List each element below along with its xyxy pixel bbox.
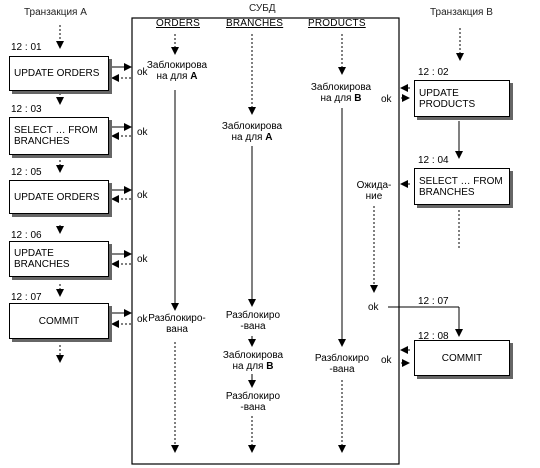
a-ok-2: ok — [137, 127, 148, 138]
branches-locked-a-line1: Заблокирова — [221, 121, 283, 132]
waiting-label: Ожида- ние — [349, 180, 399, 202]
products-unlocked: Разблокиро -вана — [309, 353, 375, 375]
products-unlocked-line2: -вана — [329, 364, 355, 375]
branches-locked-b-line2: на для B — [217, 361, 289, 372]
transaction-a-title: Транзакция A — [24, 7, 87, 18]
b-time-3: 12 : 07 — [418, 296, 449, 307]
b-select-branches-box: SELECT … FROM BRANCHES — [414, 168, 510, 205]
b-time-2: 12 : 04 — [418, 155, 449, 166]
transaction-b-title: Транзакция B — [430, 7, 493, 18]
transaction-b-requests — [388, 84, 463, 367]
branches-unlocked-2-line2: -вана — [240, 402, 266, 413]
branches-unlocked-2-line1: Разблокиро — [225, 391, 281, 402]
branches-locked-b-line1: Заблокирова — [222, 350, 284, 361]
dbms-frame — [131, 17, 400, 465]
b-step-2-label-1: SELECT … FROM — [419, 175, 503, 187]
products-locked-b-line1: Заблокирова — [310, 82, 372, 93]
branches-locked-b-who: B — [266, 361, 274, 372]
orders-unlocked-line1: Разблокиро- — [148, 313, 206, 324]
a-commit-box: COMMIT — [9, 303, 109, 339]
a-ok-1: ok — [137, 67, 148, 78]
b-time-4: 12 : 08 — [418, 331, 449, 342]
branches-unlocked-1-line1: Разблокиро — [225, 310, 281, 321]
a-ok-3: ok — [137, 190, 148, 201]
b-step-4-label: COMMIT — [441, 352, 483, 364]
orders-locked-a-line1: Заблокирова — [146, 60, 208, 71]
products-locked-b-prefix: на для — [320, 93, 355, 104]
a-update-orders-box-2: UPDATE ORDERS — [9, 180, 109, 214]
a-time-2: 12 : 03 — [11, 104, 42, 115]
branches-locked-a: Заблокирова на для A — [217, 121, 287, 143]
orders-locked-a-prefix: на для — [156, 71, 191, 82]
b-ok-2: ok — [368, 302, 379, 313]
branches-locked-a-line2: на для A — [217, 132, 287, 143]
a-step-2-label-2: BRANCHES — [14, 136, 70, 147]
orders-locked-a-line2: на для A — [142, 71, 212, 82]
b-commit-box: COMMIT — [414, 340, 510, 376]
a-time-5: 12 : 07 — [11, 292, 42, 303]
b-step-2-label-2: BRANCHES — [419, 186, 475, 198]
a-select-branches-box: SELECT … FROM BRANCHES — [9, 117, 109, 155]
dbms-title: СУБД — [249, 3, 276, 14]
b-time-1: 12 : 02 — [418, 67, 449, 78]
a-step-1-label: UPDATE ORDERS — [14, 68, 100, 79]
transaction-a-requests — [110, 63, 132, 328]
orders-locked-a: Заблокирова на для A — [142, 60, 212, 82]
branches-locked-b: Заблокирова на для B — [217, 350, 289, 372]
a-ok-5: ok — [137, 314, 148, 325]
a-time-3: 12 : 05 — [11, 167, 42, 178]
waiting-line1: Ожида- — [356, 180, 392, 191]
branches-unlocked-1: Разблокиро -вана — [220, 310, 286, 332]
orders-locked-a-who: A — [190, 71, 198, 82]
a-time-1: 12 : 01 — [11, 42, 42, 53]
a-step-3-label: UPDATE ORDERS — [14, 191, 100, 203]
orders-unlocked-line2: вана — [166, 324, 188, 335]
branches-locked-a-who: A — [265, 132, 273, 143]
b-update-products-box: UPDATE PRODUCTS — [414, 80, 510, 117]
products-locked-b: Заблокирова на для B — [306, 82, 376, 104]
orders-unlocked: Разблокиро- вана — [144, 313, 210, 335]
column-branches: BRANCHES — [226, 18, 284, 29]
column-orders: ORDERS — [156, 18, 200, 29]
a-step-4-label-1: UPDATE — [14, 248, 54, 259]
b-ok-1: ok — [381, 94, 392, 105]
a-update-branches-box: UPDATE BRANCHES — [9, 241, 109, 277]
branches-locked-a-prefix: на для — [231, 132, 266, 143]
branches-unlocked-1-line2: -вана — [240, 321, 266, 332]
branches-unlocked-2: Разблокиро -вана — [220, 391, 286, 413]
b-step-1-label-2: PRODUCTS — [419, 98, 476, 110]
a-step-4-label-2: BRANCHES — [14, 259, 70, 270]
products-locked-b-who: B — [354, 93, 362, 104]
products-unlocked-line1: Разблокиро — [314, 353, 370, 364]
b-ok-3: ok — [381, 355, 392, 366]
a-ok-4: ok — [137, 254, 148, 265]
a-time-4: 12 : 06 — [11, 230, 42, 241]
a-step-2-label-1: SELECT … FROM — [14, 125, 98, 136]
transaction-b-timeline — [455, 28, 464, 250]
b-step-1-label-1: UPDATE — [419, 87, 459, 99]
branches-locked-b-prefix: на для — [232, 361, 267, 372]
a-step-5-label: COMMIT — [38, 315, 80, 327]
products-locked-b-line2: на для B — [306, 93, 376, 104]
waiting-line2: ние — [365, 191, 383, 202]
column-products: PRODUCTS — [308, 18, 366, 29]
a-update-orders-box-1: UPDATE ORDERS — [9, 56, 109, 91]
